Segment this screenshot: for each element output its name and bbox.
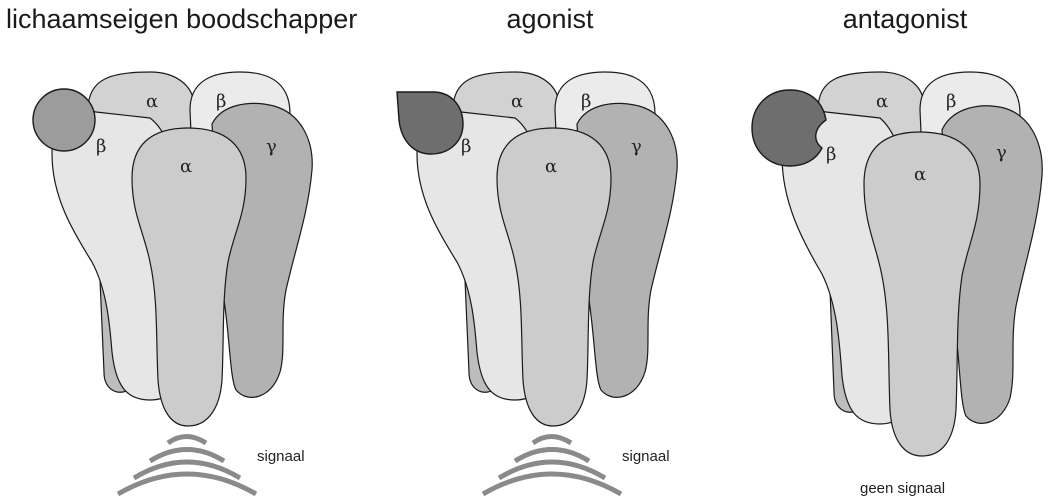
signal-label: signaal: [622, 448, 670, 465]
label-beta-top: β: [216, 91, 226, 112]
receptor-panel-antagonist: α β β α γ geen signaal: [752, 72, 1042, 497]
label-gamma: γ: [631, 136, 642, 157]
signal-waves: [483, 437, 621, 495]
label-alpha-top: α: [876, 91, 888, 112]
natural-messenger-ligand: [33, 89, 95, 151]
label-beta-top: β: [946, 91, 956, 112]
label-gamma: γ: [266, 136, 277, 157]
signal-label: signaal: [257, 448, 305, 465]
label-alpha-center: α: [180, 156, 192, 177]
receptor-panel-agonist: α β β α γ signaal: [397, 72, 677, 494]
agonist-ligand: [397, 92, 463, 154]
signal-waves: [118, 437, 256, 495]
label-beta-left: β: [826, 144, 836, 165]
label-alpha-top: α: [511, 91, 523, 112]
antagonist-ligand: [752, 90, 826, 166]
no-signal-label: geen signaal: [860, 480, 945, 497]
label-beta-left: β: [96, 136, 106, 157]
label-gamma: γ: [996, 142, 1007, 163]
label-beta-top: β: [581, 91, 591, 112]
label-alpha-center: α: [914, 164, 926, 185]
label-beta-left: β: [461, 136, 471, 157]
receptor-panel-natural: α β β α γ signaal: [33, 72, 312, 494]
label-alpha-top: α: [146, 91, 158, 112]
label-alpha-center: α: [545, 156, 557, 177]
